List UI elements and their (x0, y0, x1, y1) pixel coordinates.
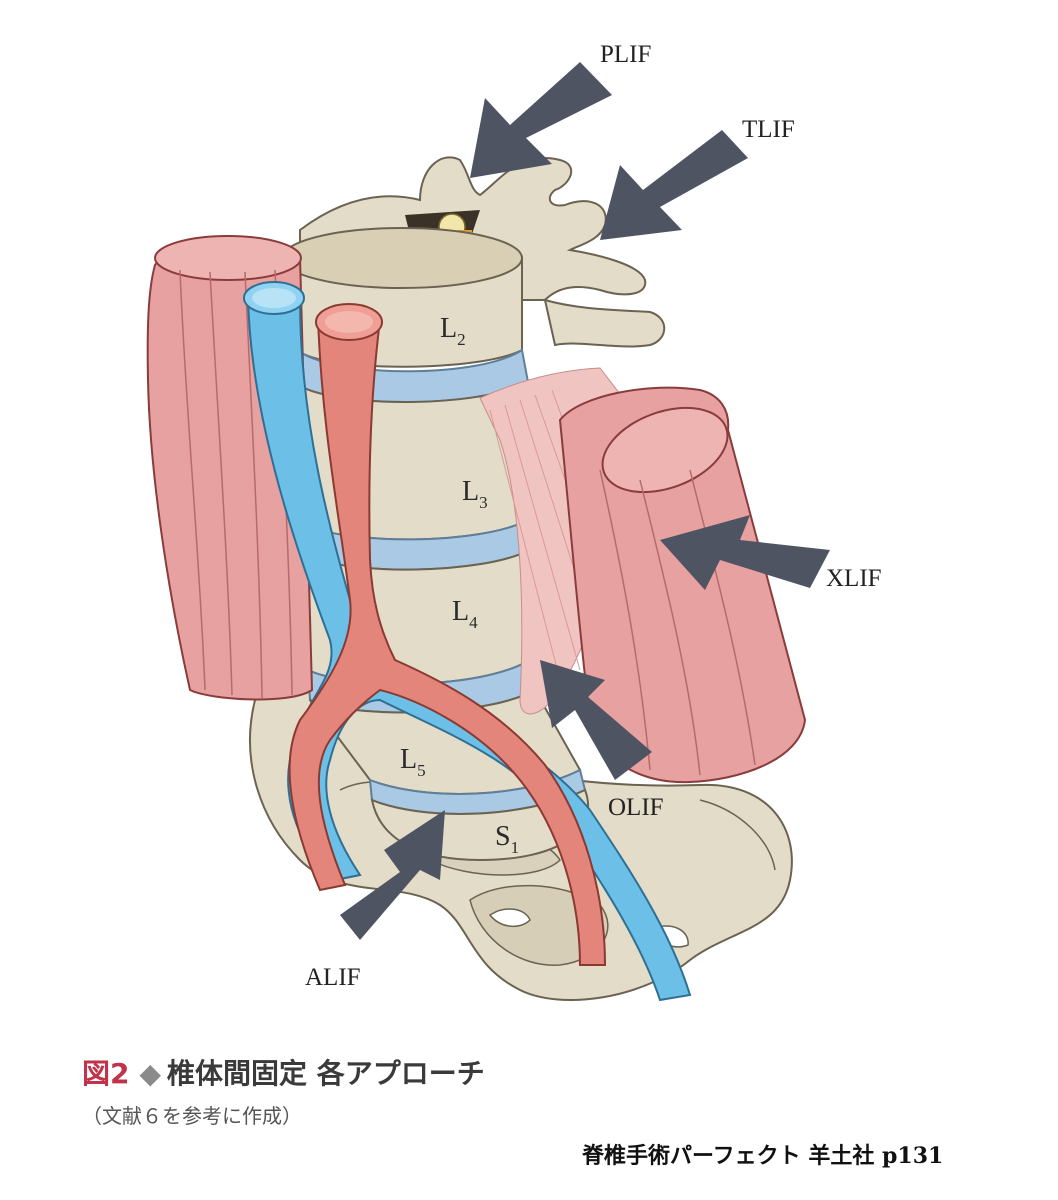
alif-arrow (340, 810, 445, 940)
vertebra-labels: L2 L3 L4 L5 S1 (400, 313, 519, 857)
figure-number: 2 (110, 1057, 130, 1090)
l2-label: L2 (440, 313, 466, 349)
approach-arrows (340, 62, 830, 940)
tlif-label: TLIF (742, 116, 795, 143)
olif-label: OLIF (608, 794, 664, 821)
right-psoas-muscle (479, 367, 807, 784)
figure-source-note: （文献６を参考に作成） (82, 1104, 302, 1128)
figure-prefix: 図 (82, 1057, 111, 1090)
lumbar-approach-diagram: PLIF TLIF XLIF OLIF ALIF L2 L3 L4 L5 S1 (146, 41, 882, 1002)
s1-label: S1 (495, 821, 519, 857)
xlif-label: XLIF (826, 565, 882, 592)
xlif-arrow (660, 515, 830, 590)
figure-caption: 図2 ◆椎体間固定 各アプローチ (82, 1052, 485, 1092)
tlif-arrow (600, 130, 748, 240)
book-credit: 脊椎手術パーフェクト 羊土社 p131 (582, 1143, 944, 1169)
l5-label: L5 (400, 744, 426, 780)
olif-arrow (540, 660, 652, 780)
alif-label: ALIF (305, 964, 361, 991)
plif-label: PLIF (600, 41, 651, 68)
l4-label: L4 (452, 596, 478, 632)
abdominal-aorta (288, 303, 607, 966)
l3-label: L3 (462, 476, 488, 512)
plif-arrow (470, 62, 612, 178)
diamond-icon: ◆ (139, 1057, 162, 1090)
figure-title: 椎体間固定 各アプローチ (167, 1057, 485, 1090)
